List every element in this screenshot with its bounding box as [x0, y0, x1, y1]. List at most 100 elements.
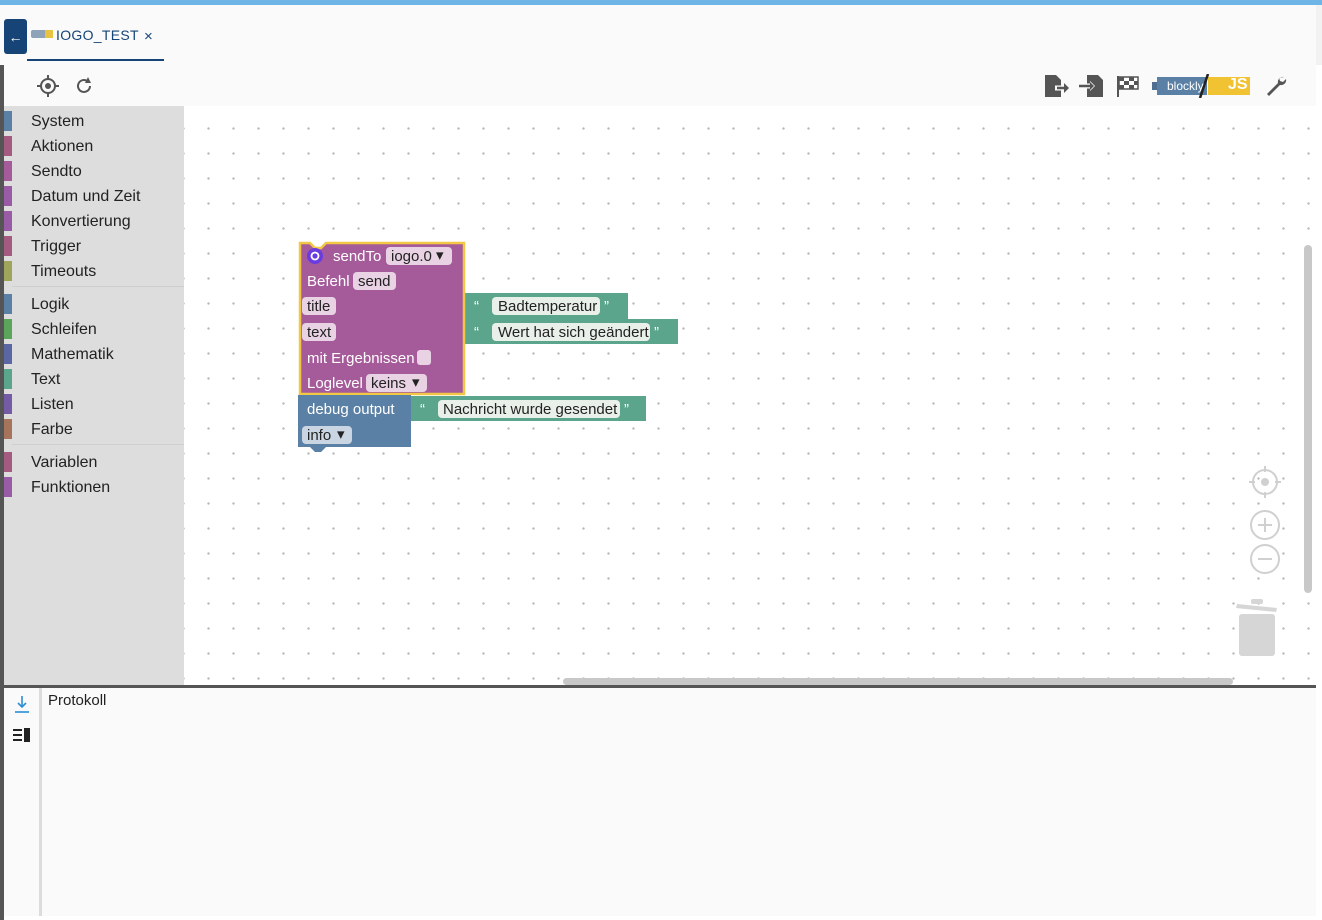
workspace-horizontal-scrollbar[interactable]	[563, 678, 1233, 685]
toolbox-label: Variablen	[31, 454, 98, 471]
loglevel-dropdown[interactable]	[366, 374, 427, 392]
sendto-label: sendTo	[333, 248, 381, 265]
log-sidebar	[4, 688, 42, 916]
trash-icon[interactable]	[1235, 598, 1279, 656]
zoom-out-icon[interactable]	[1249, 543, 1281, 575]
blockly-workspace[interactable]: “ Badtemperatur ” “ Wert hat sich geände…	[184, 106, 1316, 685]
arrow-left-icon: ←	[8, 28, 23, 45]
text-key-field[interactable]	[302, 323, 336, 341]
toolbox-separator	[12, 444, 184, 445]
toolbox-label: Sendto	[31, 163, 82, 180]
center-view-icon[interactable]	[1249, 466, 1281, 498]
log-panel: Protokoll	[4, 688, 1316, 916]
left-edge	[0, 5, 4, 920]
editor-toolbar: blockly JS	[4, 65, 1316, 106]
toolbox-label: Listen	[31, 396, 74, 413]
quote-open-icon: “	[420, 401, 425, 418]
quote-close-icon: ”	[654, 324, 659, 341]
toolbox-label: Funktionen	[31, 479, 111, 496]
toolbox-label: Timeouts	[31, 263, 97, 280]
category-swatch	[4, 369, 12, 389]
title-key-field[interactable]	[302, 297, 336, 315]
toolbox-label: Trigger	[31, 238, 82, 255]
sendto-block[interactable]: sendTo iogo.0 ▾ Befehl send title text m…	[298, 241, 466, 396]
category-swatch	[4, 186, 12, 206]
instance-dropdown[interactable]	[386, 247, 452, 265]
text-key: text	[307, 324, 332, 341]
toolbox-item-sendto[interactable]: Sendto	[4, 159, 184, 183]
list-view-icon[interactable]	[12, 726, 32, 744]
toolbox-item-trigger[interactable]: Trigger	[4, 234, 184, 258]
text-field-bg[interactable]	[438, 400, 620, 418]
gear-icon[interactable]	[307, 248, 323, 264]
toolbox-label: Datum und Zeit	[31, 188, 141, 205]
import-icon[interactable]	[1078, 72, 1106, 100]
loglevel-label: Loglevel	[307, 375, 363, 392]
blockly-js-toggle[interactable]: blockly JS	[1152, 74, 1252, 98]
text-block-title[interactable]: “ Badtemperatur ”	[455, 293, 628, 319]
category-swatch	[4, 211, 12, 231]
crosshair-icon[interactable]	[34, 72, 62, 100]
wrench-icon[interactable]	[1262, 72, 1290, 100]
text-field-bg[interactable]	[492, 323, 650, 341]
level-dropdown[interactable]	[302, 426, 352, 444]
checkered-flag-icon[interactable]	[1114, 72, 1142, 100]
top-accent-bar	[0, 0, 1322, 5]
ergebnisse-label: mit Ergebnissen	[307, 350, 415, 367]
text-block-text[interactable]: “ Wert hat sich geändert ”	[455, 319, 678, 344]
toolbox-item-timeouts[interactable]: Timeouts	[4, 259, 184, 283]
tab-iogo-test[interactable]: IOGO_TEST ×	[27, 19, 164, 61]
refresh-icon[interactable]	[70, 72, 98, 100]
js-label: JS	[1228, 76, 1248, 93]
category-swatch	[4, 236, 12, 256]
toolbox-item-konvertierung[interactable]: Konvertierung	[4, 209, 184, 233]
debug-value: Nachricht wurde gesendet	[443, 401, 618, 418]
log-title: Protokoll	[48, 692, 107, 709]
toolbox-label: Text	[31, 371, 61, 388]
toolbox-item-farbe[interactable]: Farbe	[4, 417, 184, 441]
category-swatch	[4, 477, 12, 497]
back-button[interactable]: ←	[4, 19, 27, 54]
workspace-vertical-scrollbar[interactable]	[1304, 245, 1312, 593]
quote-open-icon: “	[474, 298, 479, 315]
download-arrow-icon[interactable]	[12, 694, 32, 714]
toolbox-item-aktionen[interactable]: Aktionen	[4, 134, 184, 158]
debug-output-block[interactable]: debug output info ▾	[298, 395, 411, 452]
tab-close-button[interactable]: ×	[144, 28, 153, 45]
text-block-debug[interactable]: “ Nachricht wurde gesendet ”	[402, 396, 646, 421]
chevron-down-icon: ▾	[337, 426, 345, 443]
toolbox-item-logik[interactable]: Logik	[4, 292, 184, 316]
toolbox-label: Logik	[31, 296, 70, 313]
text-value: Wert hat sich geändert	[498, 324, 649, 341]
befehl-field[interactable]	[353, 272, 396, 290]
tab-strip: ← IOGO_TEST ×	[0, 5, 1322, 65]
ergebnisse-checkbox[interactable]	[417, 350, 431, 365]
befehl-value: send	[358, 273, 391, 290]
category-swatch	[4, 136, 12, 156]
blockly-logo-icon	[31, 30, 53, 38]
toolbox-item-schleifen[interactable]: Schleifen	[4, 317, 184, 341]
chevron-down-icon: ▾	[412, 374, 420, 391]
blockly-toolbox: System Aktionen Sendto Datum und Zeit Ko…	[4, 106, 184, 685]
category-swatch	[4, 452, 12, 472]
toolbox-item-listen[interactable]: Listen	[4, 392, 184, 416]
toolbox-item-text[interactable]: Text	[4, 367, 184, 391]
toolbox-item-funktionen[interactable]: Funktionen	[4, 475, 184, 499]
toolbox-item-datum[interactable]: Datum und Zeit	[4, 184, 184, 208]
panel-divider[interactable]	[4, 685, 1316, 688]
export-icon[interactable]	[1042, 72, 1070, 100]
category-swatch	[4, 294, 12, 314]
toolbox-item-variablen[interactable]: Variablen	[4, 450, 184, 474]
category-swatch	[4, 261, 12, 281]
category-swatch	[4, 111, 12, 131]
toolbox-label: Mathematik	[31, 346, 114, 363]
toolbox-item-mathematik[interactable]: Mathematik	[4, 342, 184, 366]
category-swatch	[4, 419, 12, 439]
befehl-label: Befehl	[307, 273, 350, 290]
quote-close-icon: ”	[604, 298, 609, 315]
toolbox-label: Aktionen	[31, 138, 94, 155]
zoom-in-icon[interactable]	[1249, 509, 1281, 541]
blockly-label: blockly	[1167, 79, 1204, 93]
text-field-bg[interactable]	[492, 297, 600, 315]
toolbox-item-system[interactable]: System	[4, 109, 184, 133]
